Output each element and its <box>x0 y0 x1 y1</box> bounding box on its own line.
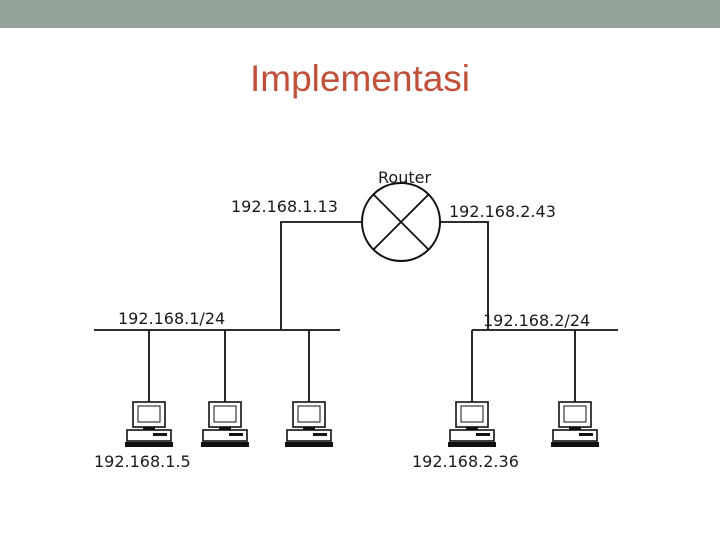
router-crossed-circle-icon <box>361 182 441 262</box>
right-network-label: 192.168.2/24 <box>483 311 590 330</box>
router-label: Router <box>378 168 431 187</box>
network-links <box>94 221 618 405</box>
desktop-computer-icon <box>124 401 174 448</box>
desktop-computer-icon <box>550 401 600 448</box>
desktop-computer-icon <box>284 401 334 448</box>
right-host-ip: 192.168.2.36 <box>412 452 519 471</box>
left-host-ip: 192.168.1.5 <box>94 452 191 471</box>
left-router-link <box>280 221 362 330</box>
desktop-computer-icon <box>200 401 250 448</box>
top-bar <box>0 0 720 28</box>
desktop-computer-icon <box>447 401 497 448</box>
slide-title: Implementasi <box>249 58 471 99</box>
left-interface-ip: 192.168.1.13 <box>231 197 338 216</box>
left-network-label: 192.168.1/24 <box>118 309 225 328</box>
right-router-link <box>440 221 489 330</box>
right-interface-ip: 192.168.2.43 <box>449 202 556 221</box>
